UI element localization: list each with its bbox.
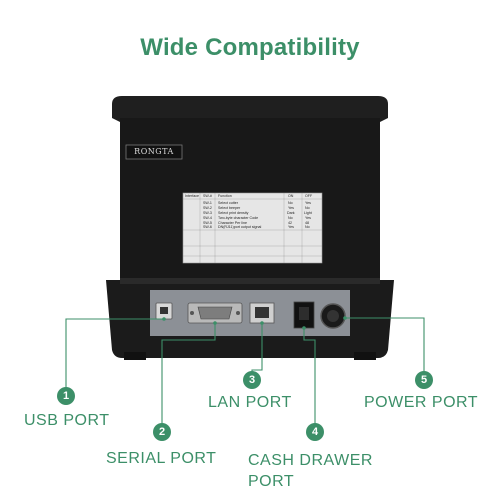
lan-port-label: LAN PORT (208, 394, 292, 411)
spec-row-on: Yes (288, 225, 294, 229)
spec-row-off: 48 (305, 221, 309, 225)
spec-row-on: Dark (287, 211, 295, 215)
spec-row-function: Character Per line (218, 221, 247, 225)
spec-row-off: Light (304, 211, 312, 215)
power-port-badge: 5 (415, 371, 433, 389)
spec-row-on: No (288, 201, 293, 205)
spec-row-function: Select print density (218, 211, 249, 215)
spec-row-sw: SW-5 (203, 221, 212, 225)
spec-row-function: Two-byte character Code (218, 216, 259, 220)
spec-header-on: ON (288, 194, 294, 198)
spec-row-sw: SW-1 (203, 201, 212, 205)
spec-label (182, 192, 323, 264)
spec-header-function: Function (218, 194, 232, 198)
usb-port-badge: 1 (57, 387, 75, 405)
serial-port-badge: 2 (153, 423, 171, 441)
brand-logo: RONGTA (134, 147, 174, 156)
serial-port-label: SERIAL PORT (106, 450, 217, 467)
spec-row-sw: SW-4 (203, 216, 212, 220)
spec-row-off: Yes (305, 216, 311, 220)
spec-row-sw: SW-2 (203, 206, 212, 210)
spec-row-off: Yes (305, 201, 311, 205)
brand-logo-plate (125, 144, 183, 160)
spec-row-function: Select cutter (218, 201, 238, 205)
spec-row-on: No (288, 216, 293, 220)
spec-row-off: No (305, 225, 310, 229)
spec-header-interface: Interface (185, 194, 199, 198)
spec-row-function: Select beeper (218, 206, 241, 210)
lan-port-badge: 3 (243, 371, 261, 389)
spec-header-off: OFF (305, 194, 313, 198)
spec-row-sw: SW-3 (203, 211, 212, 215)
cash-drawer-port-badge: 4 (306, 423, 324, 441)
spec-row-off: No (305, 206, 310, 210)
spec-row-sw: SW-6 (203, 225, 212, 229)
cash-drawer-port-label: CASH DRAWER PORT (248, 452, 373, 490)
page-title: Wide Compatibility (140, 34, 360, 61)
spec-row-function: DN(RJ11)port output signal (218, 225, 262, 229)
callout-lines (65, 317, 425, 424)
power-port-label: POWER PORT (364, 394, 479, 411)
spec-row-on: 42 (288, 221, 292, 225)
spec-row-on: Yes (288, 206, 294, 210)
spec-header-sw: SW-# (203, 194, 212, 198)
usb-port-label: USB PORT (24, 412, 110, 429)
